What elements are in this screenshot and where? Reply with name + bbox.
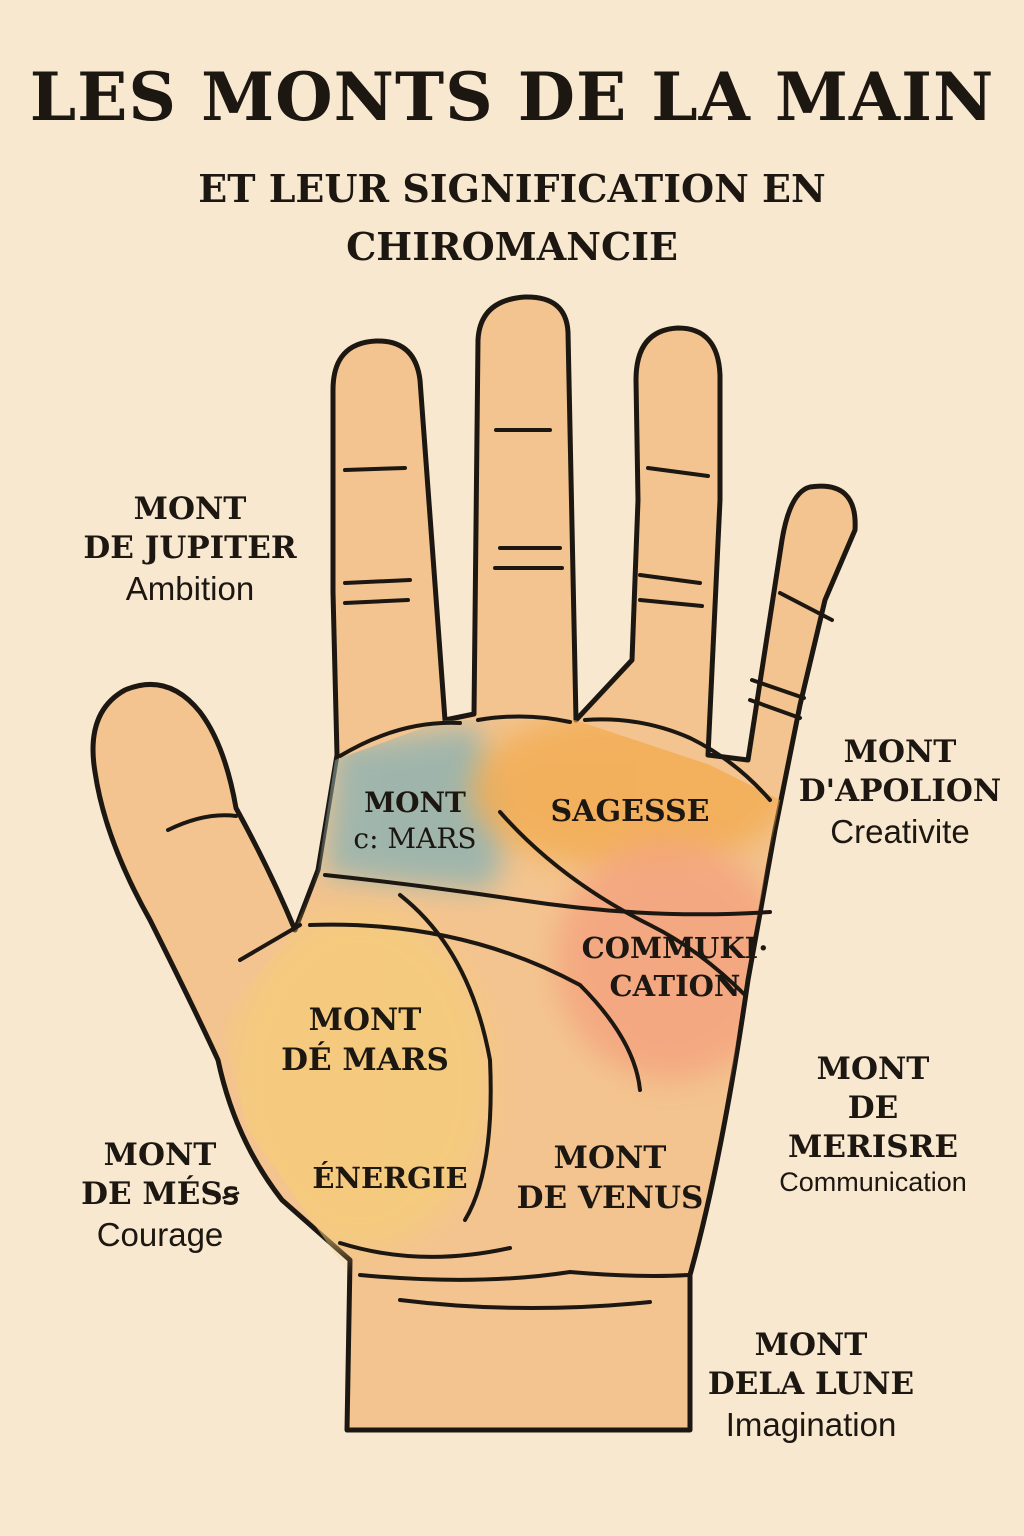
zone-line1: SAGESSE [550,794,710,829]
label-line2: DE JUPITER [83,529,297,566]
page-subtitle: ET LEUR SIGNIFICATION EN CHIROMANCIE [198,166,826,269]
label-line1: MONT [816,1051,930,1087]
zone-line1: MONT [553,1140,667,1176]
label-line1: MONT [754,1327,868,1363]
label-line1: MONT [843,734,957,770]
palm-label-sagesse: SAGESSE [530,792,730,831]
palm-label-energie: ÉNERGIE [290,1160,490,1198]
zone-yellow [230,910,490,1250]
zone-line2: c: MARS [353,822,477,856]
zone-line2: DE VENUS [516,1180,704,1217]
label-line1: MONT [103,1137,217,1173]
zone-line1: MONT [364,786,466,819]
zone-line2: DÉ MARS [281,1042,449,1079]
zone-line1: ÉNERGIE [312,1161,468,1195]
label-line1: MONT [133,491,247,527]
zone-line1: MONT [308,1002,422,1038]
page-title: LES MONTS DE LA MAIN [29,58,995,136]
label-line2: DE MERISRE [788,1089,958,1165]
label-meaning: Ambition [125,569,255,607]
palm-label-mont-de-mars: MONT DÉ MARS [255,1000,475,1081]
palm-label-communication: COMMUKI· CATION [565,930,785,1005]
label-mont-jupiter: MONT DE JUPITER Ambition [80,490,300,609]
palm-label-mont-c-mars: MONT c: MARS [325,785,505,858]
palm-lines [166,428,834,1311]
label-line2: DE MÉSꞩ [81,1175,239,1212]
zone-blue [325,725,505,890]
label-mont-merisre: MONT DE MERISRE Communication [762,1050,984,1200]
label-meaning: Imagination [725,1405,897,1443]
label-meaning: Communication [779,1167,967,1198]
label-meaning: Creativite [830,812,970,850]
label-mont-mesi: MONT DE MÉSꞩ Courage [60,1136,260,1255]
label-mont-apolion: MONT D'APOLION Creativite [790,733,1010,852]
label-line2: D'APOLION [798,772,1002,809]
zone-line1: COMMUKI· [581,931,769,965]
zone-line2: CATION [609,968,741,1003]
label-meaning: Courage [96,1215,224,1253]
label-line2: DELA LUNE [707,1365,915,1402]
label-mont-lune: MONT DELA LUNE Imagination [706,1326,916,1445]
palm-label-mont-de-venus: MONT DE VENUS [500,1138,720,1219]
